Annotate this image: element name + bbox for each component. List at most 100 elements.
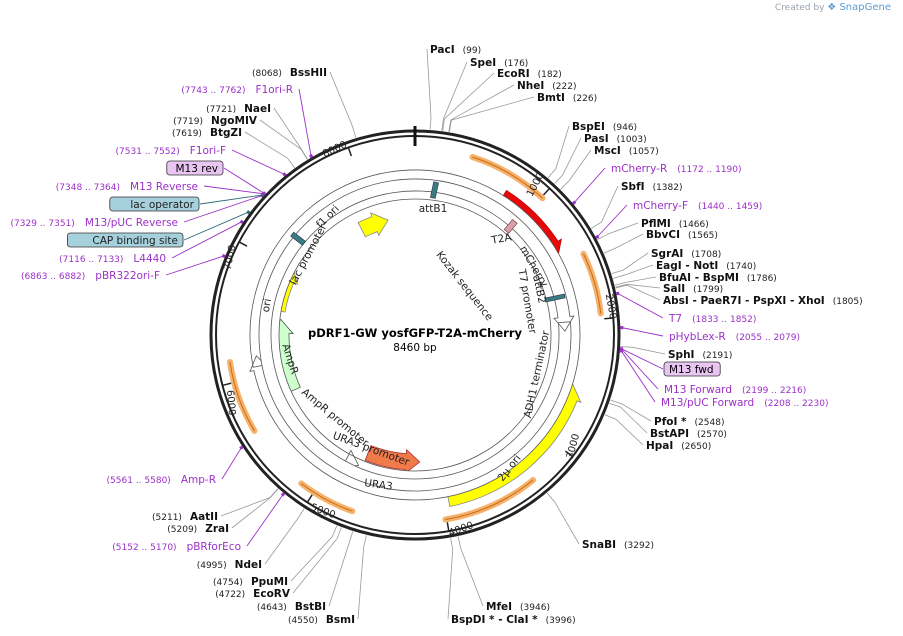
enzyme-label[interactable]: BbvCI(1565) bbox=[646, 229, 718, 241]
enzyme-label[interactable]: (7619)BtgZI bbox=[172, 127, 242, 139]
primer-label[interactable]: (7348 .. 7364)M13 Reverse bbox=[56, 181, 198, 193]
enzyme-label[interactable]: (4643)BstBI bbox=[257, 601, 326, 613]
enzyme-label[interactable]: SalI (1799) bbox=[663, 283, 723, 295]
attb2-marker bbox=[544, 293, 566, 303]
feature-label: URA3 bbox=[364, 477, 394, 493]
snapgene-credit: Created by ❖ SnapGene bbox=[775, 2, 891, 13]
enzyme-label[interactable]: SpeI(176) bbox=[470, 57, 528, 69]
enzyme-label[interactable]: MscI(1057) bbox=[594, 145, 659, 157]
enzyme-leader bbox=[357, 535, 367, 620]
enzyme-label[interactable]: SphI(2191) bbox=[668, 349, 732, 361]
primer-leader bbox=[617, 293, 664, 319]
enzyme-name: PflMI bbox=[641, 218, 671, 230]
primer-site-mark bbox=[616, 291, 620, 296]
enzyme-label[interactable]: BfuAI - BspMI(1786) bbox=[659, 272, 777, 284]
enzyme-position: (2650) bbox=[681, 442, 711, 452]
enzyme-position: (176) bbox=[504, 59, 528, 69]
primer-label[interactable]: pHybLex-R(2055 .. 2079) bbox=[669, 331, 800, 343]
primer-label[interactable]: (7116 .. 7133)L4440 bbox=[59, 253, 166, 265]
primer-label[interactable]: (5152 .. 5170)pBRforEco bbox=[112, 541, 241, 553]
enzyme-leader bbox=[615, 283, 661, 289]
brand-text: SnapGene bbox=[839, 2, 891, 13]
enzyme-leader bbox=[591, 185, 619, 229]
enzyme-name: SbfI bbox=[621, 181, 645, 193]
feature-arcs bbox=[226, 154, 604, 523]
primer-leader bbox=[203, 185, 264, 195]
primer-name: L4440 bbox=[133, 253, 166, 265]
enzyme-label[interactable]: AbsI - PaeR7I - PspXI - XhoI(1805) bbox=[663, 295, 863, 307]
enzyme-leader bbox=[612, 264, 654, 279]
enzyme-label[interactable]: NheI(222) bbox=[517, 80, 577, 92]
enzyme-label[interactable]: SbfI(1382) bbox=[621, 181, 683, 193]
primer-label[interactable]: T7(1833 .. 1852) bbox=[668, 313, 756, 325]
enzyme-label[interactable]: PfoI *(2548) bbox=[654, 416, 724, 428]
kb-tick-label: 6000 bbox=[224, 390, 237, 416]
adh1-arrow-feature bbox=[258, 178, 575, 492]
primer-name: M13 Reverse bbox=[130, 181, 198, 193]
primer-label[interactable]: M13 rev bbox=[175, 163, 218, 175]
enzyme-name: PpuMI bbox=[251, 576, 288, 588]
enzyme-label[interactable]: (7719)NgoMIV bbox=[173, 115, 258, 127]
enzyme-label[interactable]: BspDI * - ClaI *(3996) bbox=[451, 614, 576, 626]
enzyme-position: (4995) bbox=[197, 561, 227, 571]
enzyme-label[interactable]: (4995) NdeI bbox=[197, 559, 262, 571]
enzyme-label[interactable]: (7721)NaeI bbox=[206, 103, 271, 115]
enzyme-name: SalI bbox=[663, 283, 685, 295]
primer-name: pBRforEco bbox=[187, 541, 241, 553]
enzyme-leader bbox=[329, 71, 357, 138]
primer-label[interactable]: (6863 .. 6882)pBR322ori-F bbox=[21, 270, 160, 282]
enzyme-label[interactable]: MfeI(3946) bbox=[486, 601, 550, 613]
enzyme-position: (1805) bbox=[833, 297, 863, 307]
primer-label[interactable]: (7329 .. 7351)M13/pUC Reverse bbox=[11, 217, 178, 229]
enzyme-position: (1466) bbox=[679, 220, 709, 230]
t2a-marker bbox=[503, 219, 518, 234]
enzyme-name: BstBI bbox=[295, 601, 326, 613]
primer-range: (2199 .. 2216) bbox=[742, 386, 806, 396]
primer-label[interactable]: (7743 .. 7762)F1ori-R bbox=[181, 84, 293, 96]
enzyme-label[interactable]: SnaBI(3292) bbox=[582, 539, 654, 551]
primer-site-mark bbox=[246, 210, 251, 215]
enzyme-label[interactable]: SgrAI(1708) bbox=[651, 248, 721, 260]
enzyme-leader bbox=[448, 84, 515, 132]
enzyme-position: (7721) bbox=[206, 105, 236, 115]
enzyme-label[interactable]: PflMI (1466) bbox=[641, 218, 709, 230]
enzyme-leader bbox=[273, 107, 308, 160]
enzyme-label[interactable]: BspEI(946) bbox=[572, 121, 637, 133]
enzyme-label[interactable]: HpaI(2650) bbox=[646, 440, 711, 452]
enzyme-label[interactable]: PacI(99) bbox=[430, 44, 481, 56]
primer-label[interactable]: lac operator bbox=[130, 199, 194, 211]
enzyme-label[interactable]: EcoRI(182) bbox=[497, 68, 562, 80]
primer-label[interactable]: mCherry-R(1172 .. 1190) bbox=[611, 163, 742, 175]
enzyme-label[interactable]: PasI(1003) bbox=[584, 133, 647, 145]
enzyme-name: EcoRI bbox=[497, 68, 530, 80]
enzyme-label[interactable]: (4754)PpuMI bbox=[213, 576, 288, 588]
primer-label[interactable]: (5561 .. 5580)Amp-R bbox=[107, 474, 216, 486]
enzyme-label[interactable]: (4722)EcoRV bbox=[215, 588, 291, 600]
primer-name: M13/pUC Reverse bbox=[85, 217, 178, 229]
primer-label[interactable]: (7531 .. 7552)F1ori-F bbox=[116, 145, 227, 157]
enzyme-label[interactable]: (4550)BsmI bbox=[288, 614, 355, 626]
enzyme-name: BsmI bbox=[326, 614, 355, 626]
enzyme-leader bbox=[290, 525, 338, 582]
enzyme-position: (1740) bbox=[726, 262, 756, 272]
enzyme-name: PacI bbox=[430, 44, 455, 56]
enzyme-label[interactable]: BmtI(226) bbox=[537, 92, 597, 104]
primer-label[interactable]: CAP binding site bbox=[92, 235, 178, 247]
enzyme-label[interactable]: (8068)BssHII bbox=[252, 67, 327, 79]
enzyme-leader bbox=[597, 222, 639, 240]
primer-label[interactable]: M13 fwd bbox=[669, 364, 714, 376]
primer-range: (5561 .. 5580) bbox=[107, 476, 171, 486]
enzyme-name: NdeI bbox=[235, 559, 262, 571]
enzyme-label[interactable]: (5209)ZraI bbox=[167, 523, 229, 535]
enzyme-label[interactable]: (5211)AatII bbox=[152, 511, 218, 523]
primer-label[interactable]: M13 Forward(2199 .. 2216) bbox=[664, 384, 806, 396]
primer-leader bbox=[183, 211, 249, 241]
primer-label[interactable]: mCherry-F(1440 .. 1459) bbox=[633, 200, 762, 212]
enzyme-label[interactable]: EagI - NotI(1740) bbox=[656, 260, 756, 272]
enzyme-position: (1799) bbox=[693, 285, 723, 295]
primer-label[interactable]: M13/pUC Forward(2208 .. 2230) bbox=[661, 397, 828, 409]
enzyme-position: (5211) bbox=[152, 513, 182, 523]
enzyme-name: SgrAI bbox=[651, 248, 683, 260]
enzyme-label[interactable]: BstAPI(2570) bbox=[650, 428, 727, 440]
